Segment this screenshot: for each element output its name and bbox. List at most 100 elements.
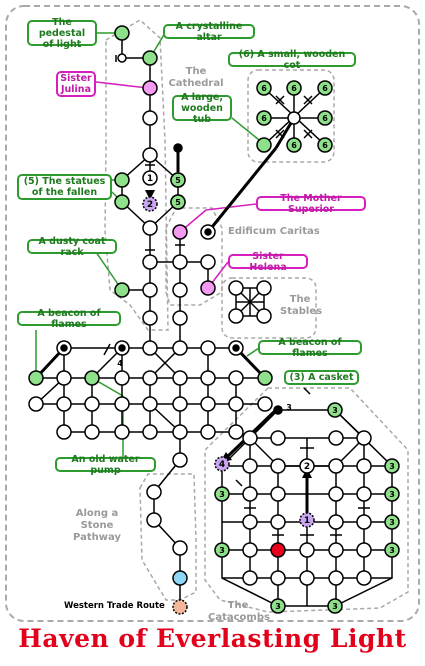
node: [172, 254, 188, 270]
cot-node-number: 6: [261, 84, 267, 93]
catacomb-purple-bottom-number: 1: [304, 516, 310, 526]
altar-node: [142, 50, 158, 66]
statue-node: [170, 172, 186, 188]
cot-node: [286, 137, 302, 153]
stables-zone-outline: [221, 277, 317, 339]
node: [142, 310, 158, 326]
node: [142, 370, 158, 386]
map-frame: [5, 5, 420, 622]
tub-node: [256, 137, 272, 153]
node: [146, 484, 162, 500]
casket-node-number: 3: [389, 462, 395, 471]
node: [56, 396, 72, 412]
catacomb-purple-left-number: 4: [219, 460, 225, 470]
node: [270, 514, 286, 530]
statue-node: [114, 172, 130, 188]
node: [172, 396, 188, 412]
node: [142, 424, 158, 440]
beacon-right-node: [257, 370, 273, 386]
node: [84, 396, 100, 412]
catacombs-zone-label: The Catacombs: [208, 600, 270, 623]
cathedral-zone-label: The Cathedral: [168, 66, 224, 89]
water-pump-node: [84, 370, 100, 386]
casket-node: [384, 458, 400, 474]
node: [328, 542, 344, 558]
casket-node-number: 3: [332, 406, 338, 415]
node: [356, 458, 372, 474]
julina-label: Sister Julina: [56, 71, 96, 97]
node: [117, 53, 127, 63]
node: [328, 458, 344, 474]
pedestal-label: The pedestal of light: [27, 17, 97, 50]
statues-top-number: 1: [147, 174, 153, 184]
helena-label: Sister Helena: [228, 251, 308, 273]
casket-node: [214, 542, 230, 558]
node: [242, 570, 258, 586]
node: [242, 458, 258, 474]
statue-node-number: 5: [175, 176, 181, 185]
caritas-zone-label: Edificum Caritas: [228, 226, 320, 237]
node: [146, 512, 162, 528]
statues-purple-node: [142, 196, 158, 212]
casket-node-number: 3: [219, 546, 225, 555]
node: [118, 344, 126, 352]
julina-node: [142, 80, 158, 96]
casket-label: (3) A casket: [284, 370, 359, 385]
node: [142, 170, 158, 186]
node: [204, 228, 212, 236]
node: [84, 424, 100, 440]
node: [299, 570, 315, 586]
pedestal-node: [114, 25, 130, 41]
node: [172, 424, 188, 440]
cot-node: [317, 80, 333, 96]
node: [142, 282, 158, 298]
node: [173, 143, 183, 153]
node: [328, 486, 344, 502]
casket-node-number: 3: [219, 490, 225, 499]
casket-node: [384, 514, 400, 530]
casket-node: [327, 402, 343, 418]
node: [200, 370, 216, 386]
casket-node-number: 3: [389, 490, 395, 499]
node: [287, 111, 301, 125]
node: [228, 424, 244, 440]
casket-node: [384, 486, 400, 502]
catacomb-red-node: [270, 542, 286, 558]
beacon-left-label: A beacon of flames: [17, 308, 121, 330]
node: [114, 424, 130, 440]
casket-node: [384, 542, 400, 558]
coat-rack-node: [114, 282, 130, 298]
statue-node: [170, 194, 186, 210]
node: [142, 340, 158, 356]
node: [142, 220, 158, 236]
node: [56, 424, 72, 440]
node: [200, 254, 216, 270]
catacomb-center-number: 2: [304, 462, 310, 472]
catacomb-purple-left-node: [214, 456, 230, 472]
beacon-left-node: [28, 370, 44, 386]
node: [172, 540, 188, 556]
node: [172, 452, 188, 468]
catacomb-top-number: 3: [286, 403, 292, 412]
node: [356, 486, 372, 502]
casket-node-number: 3: [389, 518, 395, 527]
cot-node-number: 6: [291, 141, 297, 150]
node: [114, 396, 130, 412]
node: [256, 308, 272, 324]
node: [114, 370, 130, 386]
node: [60, 344, 68, 352]
node: [200, 396, 216, 412]
casket-node: [327, 598, 343, 614]
catacomb-purple-bottom-node: [299, 512, 315, 528]
cot-node: [317, 110, 333, 126]
cot-node-number: 6: [291, 84, 297, 93]
casket-node-number: 3: [275, 602, 281, 611]
cot-node-number: 6: [322, 84, 328, 93]
helena-node: [200, 280, 216, 296]
node: [356, 542, 372, 558]
node: [356, 514, 372, 530]
node: [270, 458, 286, 474]
cot-node: [256, 80, 272, 96]
node: [270, 430, 286, 446]
